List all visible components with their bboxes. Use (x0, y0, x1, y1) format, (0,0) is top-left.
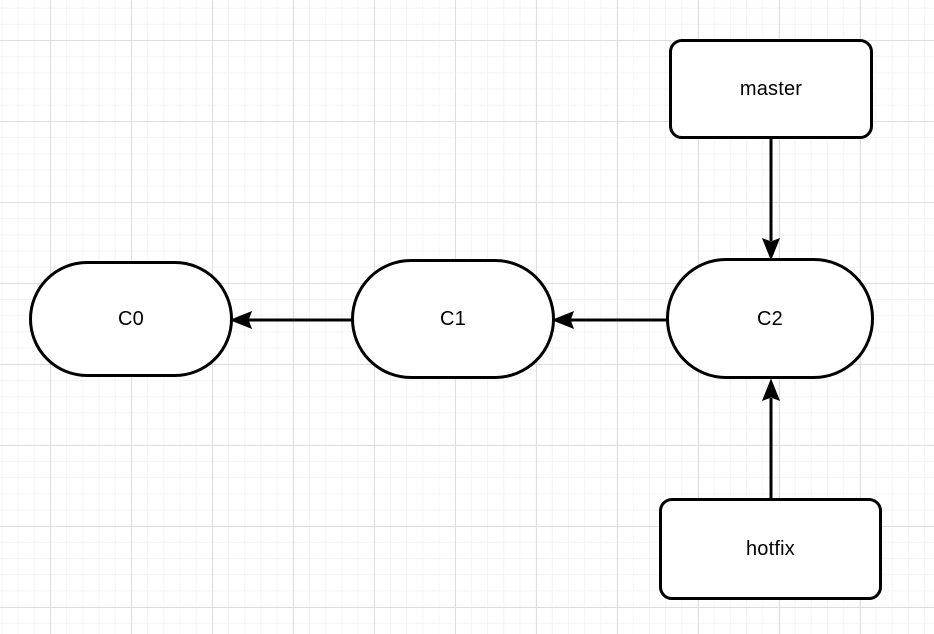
node-hotfix[interactable]: hotfix (659, 498, 882, 600)
node-commit-c0-label: C0 (118, 308, 144, 330)
node-master[interactable]: master (669, 39, 873, 139)
edge-hotfix-to-c2 (761, 378, 781, 498)
node-commit-c1[interactable]: C1 (351, 259, 555, 379)
edge-c1-to-c0 (229, 310, 352, 330)
node-commit-c0[interactable]: C0 (29, 261, 233, 377)
arrowhead-up (761, 378, 781, 402)
node-hotfix-label: hotfix (745, 538, 795, 560)
edge-c2-to-c1 (551, 310, 667, 330)
arrowhead-left (551, 310, 575, 330)
node-master-label: master (739, 78, 803, 100)
node-commit-c2[interactable]: C2 (666, 258, 874, 379)
edge-master-to-c2 (761, 139, 781, 261)
node-commit-c2-label: C2 (757, 307, 783, 330)
arrowhead-left (229, 310, 253, 330)
node-commit-c1-label: C1 (440, 308, 466, 330)
arrowhead-down (761, 237, 781, 261)
